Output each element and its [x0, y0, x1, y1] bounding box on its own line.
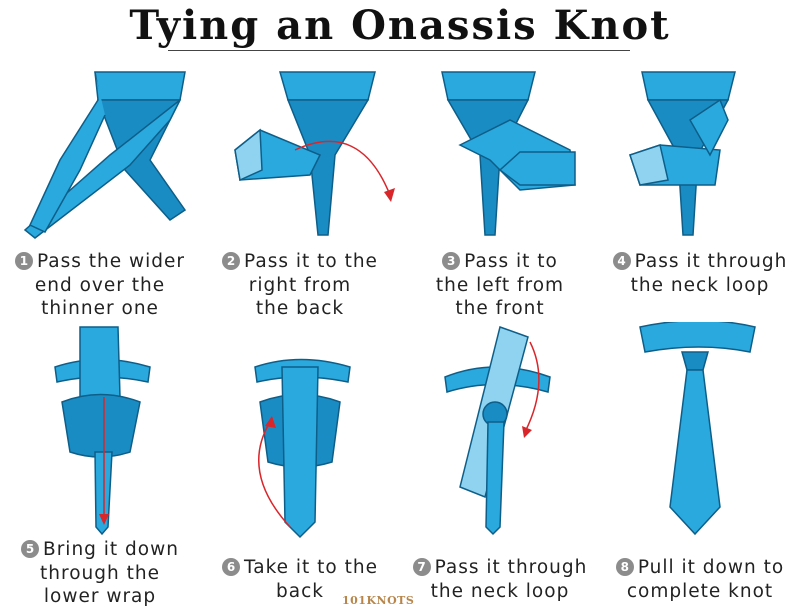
step-5-illustration: [54, 326, 151, 536]
step-3-line-3: the front: [455, 298, 545, 319]
step-1-badge: 1: [14, 252, 33, 270]
step-6-badge: 6: [222, 558, 240, 576]
step-3-badge: 3: [442, 252, 461, 270]
step-7-line-2: the neck loop: [430, 580, 570, 602]
step-2-line-2: right from: [248, 274, 352, 296]
brand-logo: 101KNOTS: [342, 594, 415, 607]
step-1-text-1: Pass the wider: [36, 251, 186, 272]
step-3-illustration: [441, 71, 576, 236]
step-2-badge: 2: [222, 252, 241, 270]
step-1-line-2: end over the: [34, 274, 166, 296]
step-2-illustration: [234, 71, 395, 236]
step-2-line-3: the back: [255, 298, 345, 319]
step-5-badge: 5: [21, 540, 39, 558]
step-6-illustration: [254, 358, 351, 539]
step-8-badge: 8: [615, 558, 634, 576]
step-6-text-1: Take it to the: [244, 557, 378, 578]
step-6-line-2: back: [276, 580, 324, 602]
step-5-line-2: through the: [40, 562, 160, 584]
step-4-illustration: [629, 71, 736, 236]
step-8-illustration: [639, 322, 756, 536]
step-5-text-1: Bring it down: [43, 539, 179, 560]
title-underline: [168, 50, 630, 51]
step-5-line-3: lower wrap: [43, 586, 157, 607]
step-1-illustration: [23, 71, 187, 239]
page-title: Tying an Onassis Knot: [129, 2, 671, 49]
step-4-line-2: the neck loop: [630, 274, 770, 296]
step-3-text-1: Pass it to: [464, 251, 558, 272]
step-4-badge: 4: [612, 252, 631, 270]
step-4-text-1: Pass it through: [634, 251, 788, 272]
step-8-line-2: complete knot: [626, 580, 774, 602]
step-1-line-3: thinner one: [41, 298, 159, 319]
step-2-text-1: Pass it to the: [244, 251, 378, 272]
step-7-text-1: Pass it through: [434, 557, 588, 578]
step-7-illustration: [444, 326, 551, 536]
step-7-badge: 7: [412, 558, 431, 576]
step-3-line-2: the left from: [435, 274, 565, 296]
step-8-text-1: Pull it down to: [637, 557, 785, 578]
